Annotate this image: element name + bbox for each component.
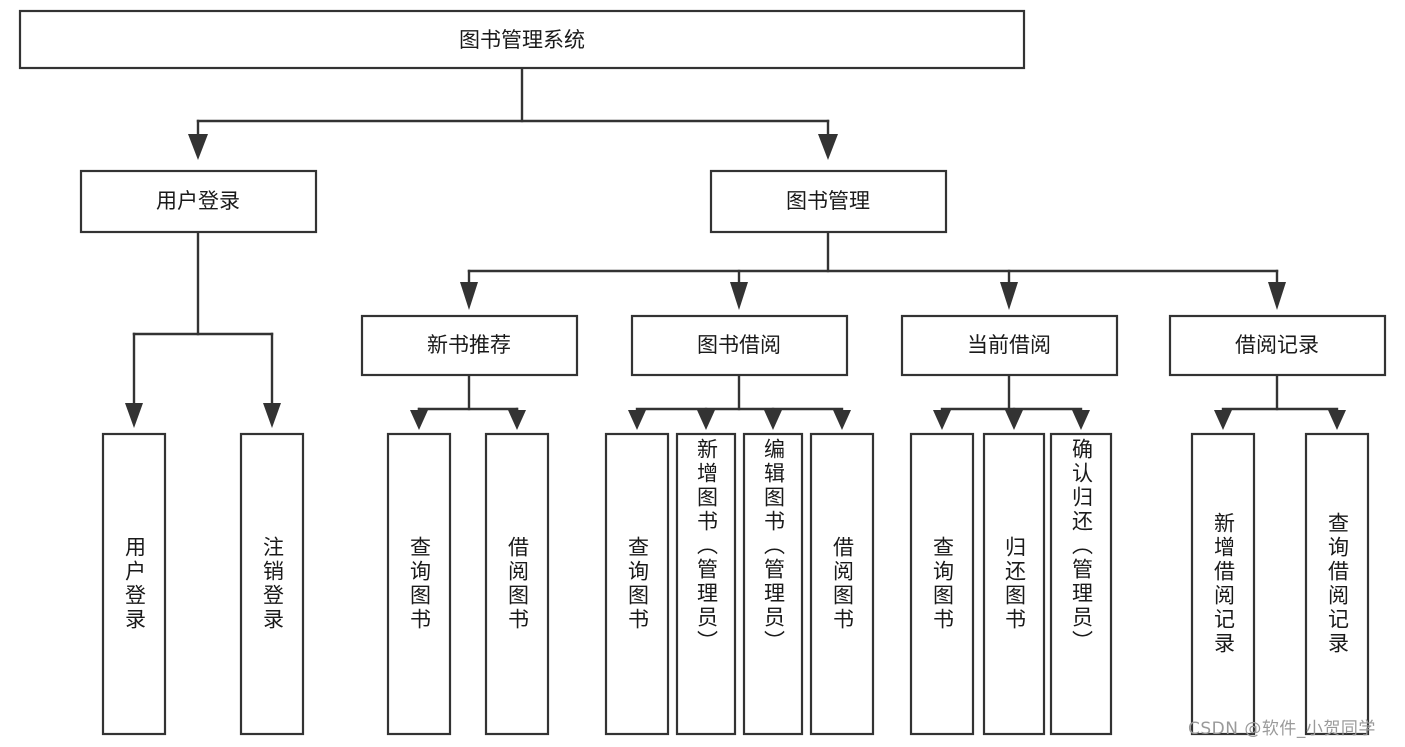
node-current-borrow-rect[interactable] [900,314,1119,377]
node-leaf-query-borrow-record-rect[interactable] [1304,432,1370,736]
arrow-leaf-query-book-borrow [628,410,646,430]
node-root-label: 图书管理系统 [459,28,585,52]
arrow-book-manage [818,134,838,160]
arrow-leaf-return-book [1005,410,1023,430]
connector-group-root-to-level2 [188,66,838,160]
node-book-borrow-label: 图书借阅 [697,333,781,357]
node-book-borrow-rect[interactable] [630,314,849,377]
node-leaf-return-book-rect[interactable] [982,432,1046,736]
arrow-leaf-borrow-book-recommend [508,410,526,430]
node-leaf-query-book-current-rect[interactable] [909,432,975,736]
arrow-leaf-confirm-return [1072,410,1090,430]
connector-group-current-borrow-to-leaves [933,373,1090,430]
arrow-leaf-add-book [697,410,715,430]
arrow-leaf-edit-book [764,410,782,430]
node-borrow-record-rect[interactable] [1168,314,1387,377]
node-leaf-borrow-book-rect[interactable] [809,432,875,736]
arrow-leaf-query-book-recommend [410,410,428,430]
connector-group-book-borrow-to-leaves [628,373,851,430]
node-book-manage-rect[interactable] [709,169,948,234]
node-leaf-add-borrow-record-rect[interactable] [1190,432,1256,736]
arrow-leaf-borrow-book [833,410,851,430]
arrow-book-borrow [730,282,748,310]
node-user-login-label: 用户登录 [156,189,240,213]
node-leaf-logout-rect[interactable] [239,432,305,736]
node-new-book-recommend[interactable]: 新书推荐 [360,314,579,377]
node-new-book-recommend-label: 新书推荐 [427,333,511,357]
node-book-manage[interactable]: 图书管理 [709,169,948,234]
node-leaf-borrow-book-recommend-rect[interactable] [484,432,550,736]
node-leaf-query-book-borrow-rect[interactable] [604,432,670,736]
arrow-leaf-user-login [125,403,143,428]
node-book-borrow[interactable]: 图书借阅 [630,314,849,377]
node-user-login-rect[interactable] [79,169,318,234]
arrow-leaf-query-borrow-record [1328,410,1346,430]
node-borrow-record[interactable]: 借阅记录 [1168,314,1387,377]
node-leaf-add-book-rect[interactable] [675,432,737,736]
arrow-leaf-add-borrow-record [1214,410,1232,430]
arrow-leaf-logout [263,403,281,428]
node-leaf-query-book-recommend-rect[interactable] [386,432,452,736]
arrow-current-borrow [1000,282,1018,310]
node-leaf-user-login-rect[interactable] [101,432,167,736]
node-root-rect[interactable] [18,9,1026,70]
connector-group-new-book-recommend-to-leaves [410,373,526,430]
connector-group-user-login-to-leaves [125,230,281,428]
node-borrow-record-label: 借阅记录 [1235,333,1319,357]
connector-group-borrow-record-to-leaves [1214,373,1346,430]
node-root[interactable]: 图书管理系统 [18,9,1026,70]
node-leaf-confirm-return-rect[interactable] [1049,432,1113,736]
node-leaf-edit-book-rect[interactable] [742,432,804,736]
node-new-book-recommend-rect[interactable] [360,314,579,377]
arrow-user-login [188,134,208,160]
connector-group-book-manage-to-level3 [460,230,1286,310]
arrow-new-book-recommend [460,282,478,310]
csdn-watermark: CSDN @软件_小贺同学 [1188,719,1376,739]
leaf-boxes-group [101,432,1370,736]
arrow-borrow-record [1268,282,1286,310]
node-current-borrow[interactable]: 当前借阅 [900,314,1119,377]
node-user-login[interactable]: 用户登录 [79,169,318,234]
arrow-leaf-query-book-current [933,410,951,430]
node-book-manage-label: 图书管理 [786,189,870,213]
node-current-borrow-label: 当前借阅 [967,333,1051,357]
